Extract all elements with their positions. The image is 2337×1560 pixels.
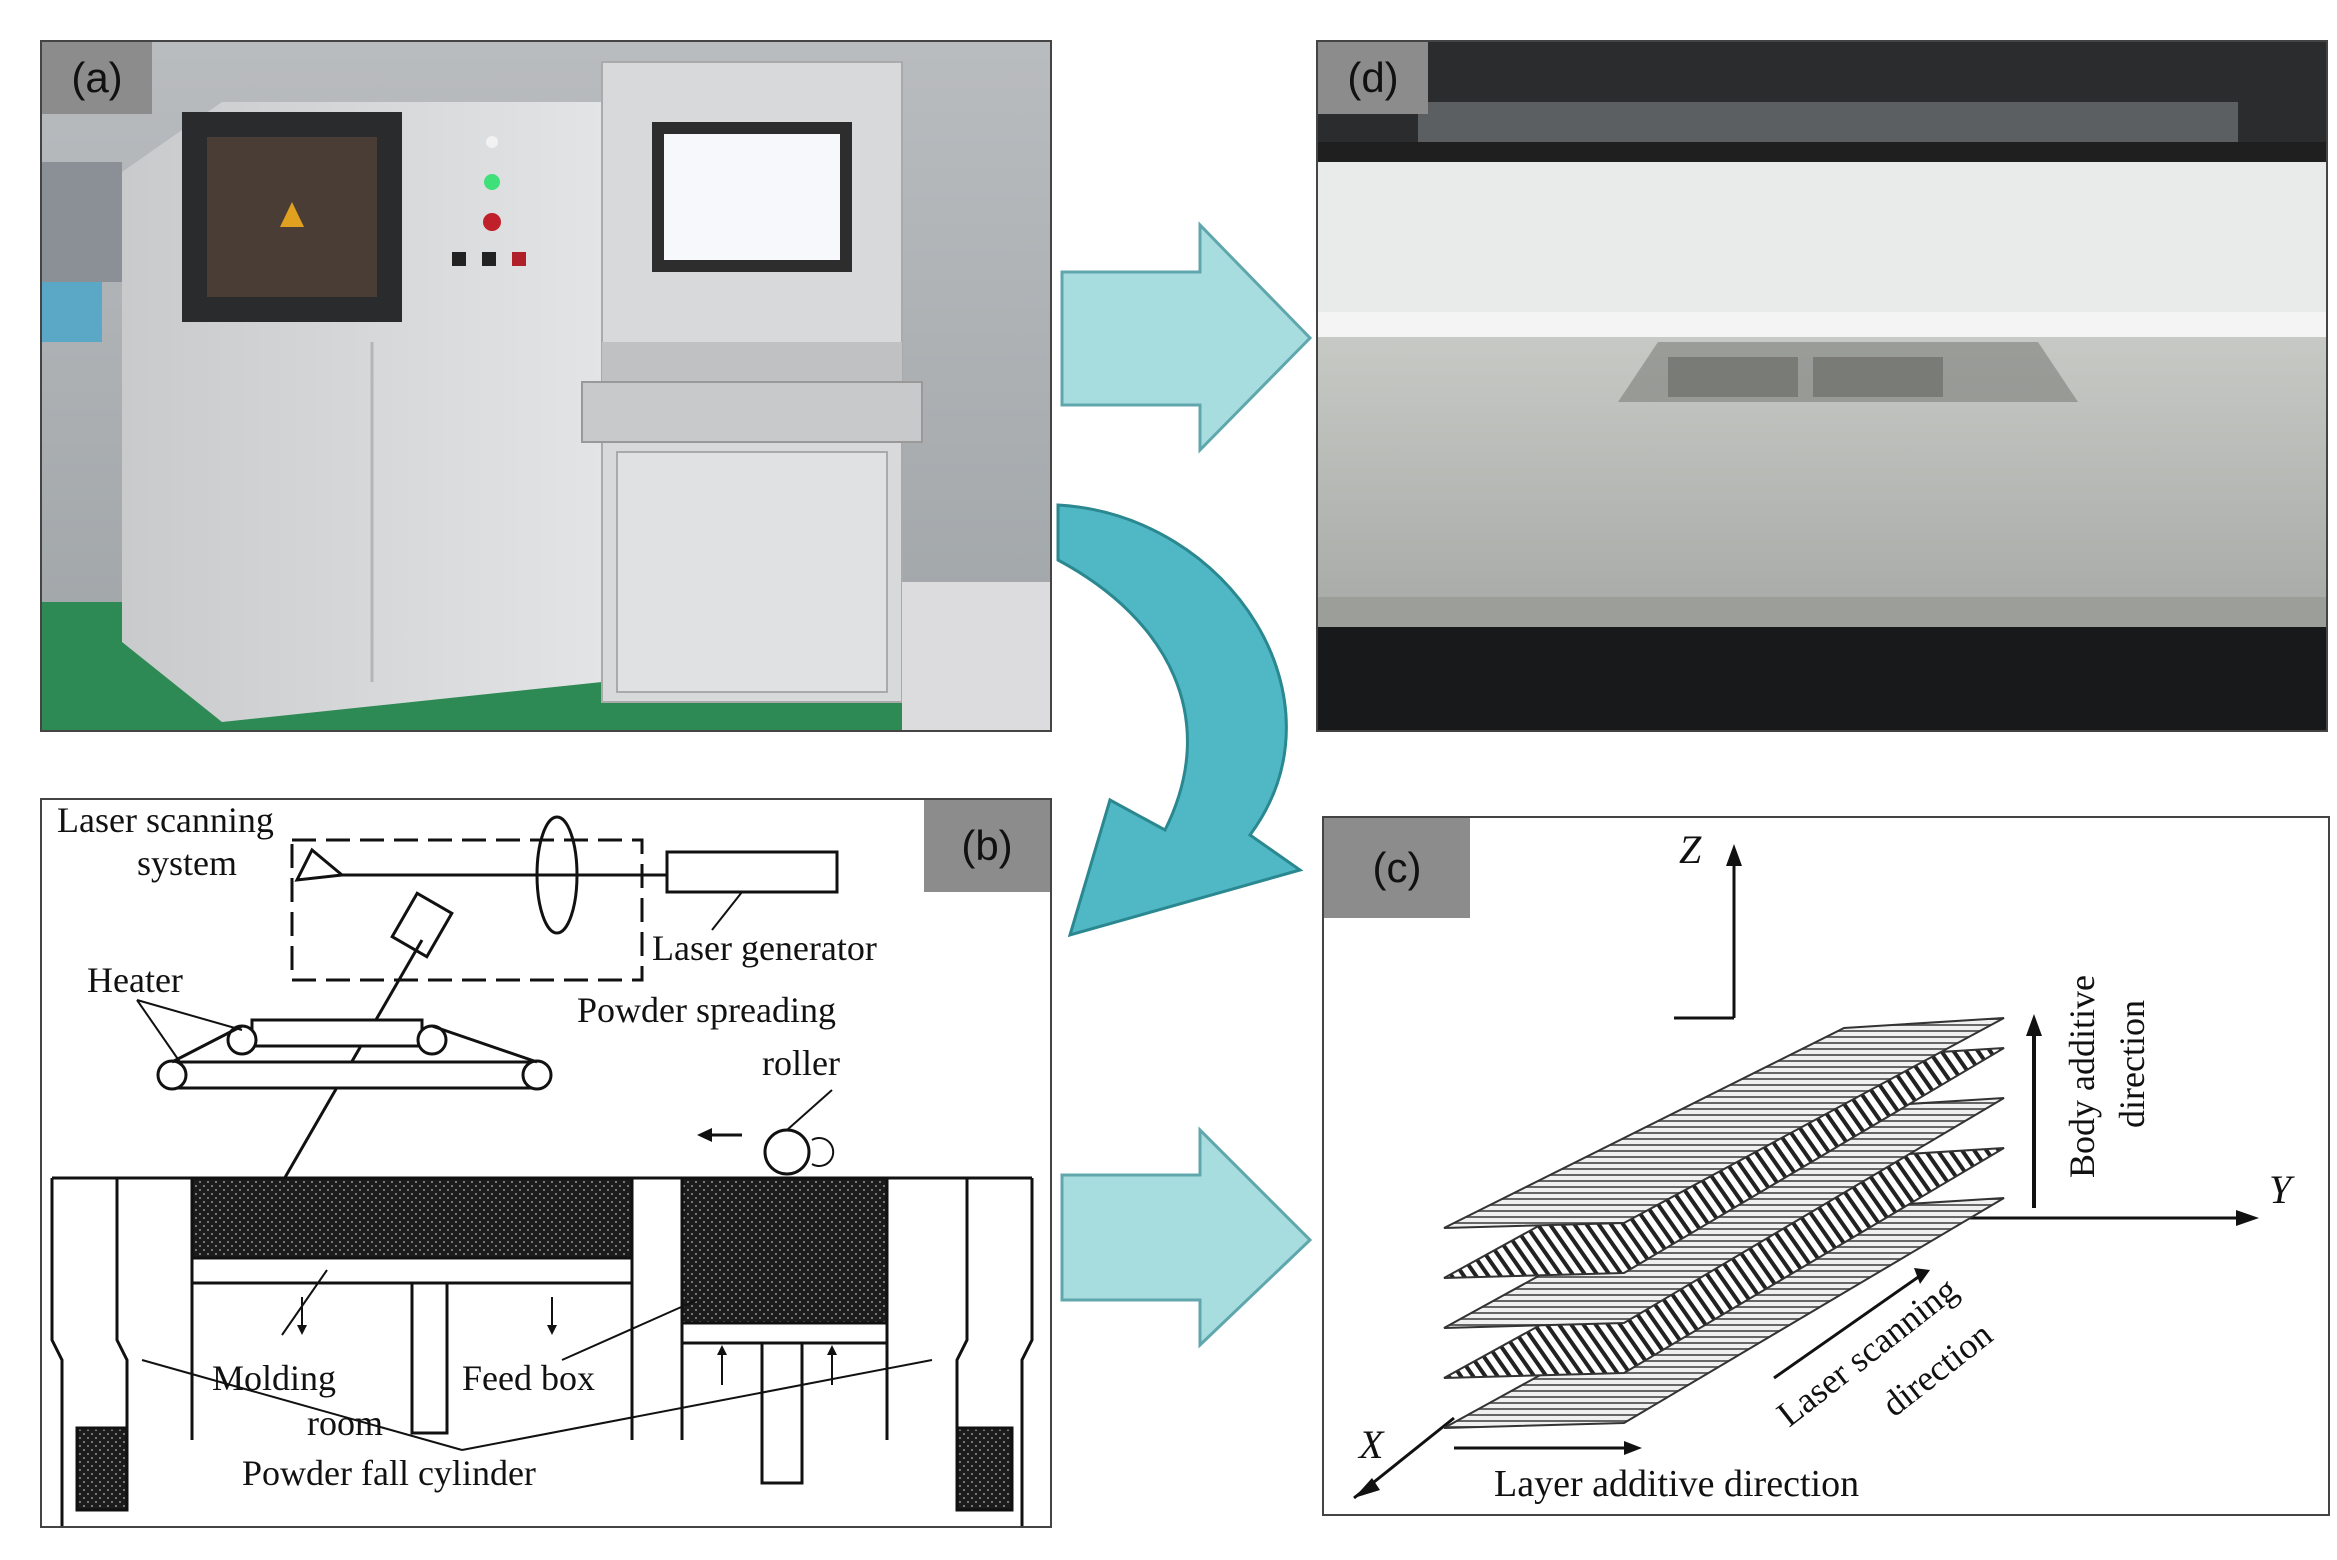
label-heater: Heater xyxy=(87,960,183,1000)
panel-a-tag: (a) xyxy=(42,42,152,114)
panel-b-sls-schematic: Laser scanning system Laser generator He… xyxy=(40,798,1052,1530)
panel-d-powder-bed-photo: (d) xyxy=(1316,40,2328,732)
layer-diagram: Z Y X Body additive direction Laser scan… xyxy=(1353,827,2295,1505)
powder-bed-photo xyxy=(1318,42,2326,730)
label-body-additive: Body additive xyxy=(2062,975,2102,1178)
label-layer-additive-direction: Layer additive direction xyxy=(1494,1463,1859,1505)
axis-z-label: Z xyxy=(1679,827,1702,872)
focusing-lens xyxy=(535,815,579,935)
label-laser-generator: Laser generator xyxy=(652,928,877,968)
axis-y-label: Y xyxy=(2269,1167,2295,1212)
label-powder-fall-cylinder: Powder fall cylinder xyxy=(242,1453,536,1493)
axis-x-label: X xyxy=(1357,1422,1385,1467)
label-roller: roller xyxy=(762,1043,840,1083)
label-molding: Molding xyxy=(212,1358,336,1398)
label-molding-room: room xyxy=(307,1403,383,1443)
sls-schematic: Laser scanning system Laser generator He… xyxy=(50,800,1034,1530)
scanning-mirror xyxy=(294,847,346,882)
label-feed-box: Feed box xyxy=(462,1358,595,1398)
laser-generator-box xyxy=(665,850,839,894)
label-laser-scanning: Laser scanning xyxy=(57,800,274,840)
right-arrow-icon xyxy=(1060,1126,1313,1349)
panel-c-tag: (c) xyxy=(1324,818,1470,918)
right-arrow-icon xyxy=(1060,221,1313,454)
panel-b-tag: (b) xyxy=(924,800,1050,892)
panel-d-tag: (d) xyxy=(1318,42,1428,114)
chamber-walls xyxy=(50,1178,64,1530)
curved-arrow-icon xyxy=(1056,503,1304,938)
label-laser-scanning-system: system xyxy=(137,843,237,883)
panel-a-machine-photo: (a) xyxy=(40,40,1052,732)
panel-c-layer-diagram: Z Y X Body additive direction Laser scan… xyxy=(1322,816,2330,1516)
label-body-additive-direction: direction xyxy=(2112,1000,2152,1128)
scanning-system-box xyxy=(290,838,644,982)
layer-1 xyxy=(1443,1017,2005,1229)
machine-photo xyxy=(42,42,1050,730)
label-powder-spreading: Powder spreading xyxy=(577,990,836,1030)
